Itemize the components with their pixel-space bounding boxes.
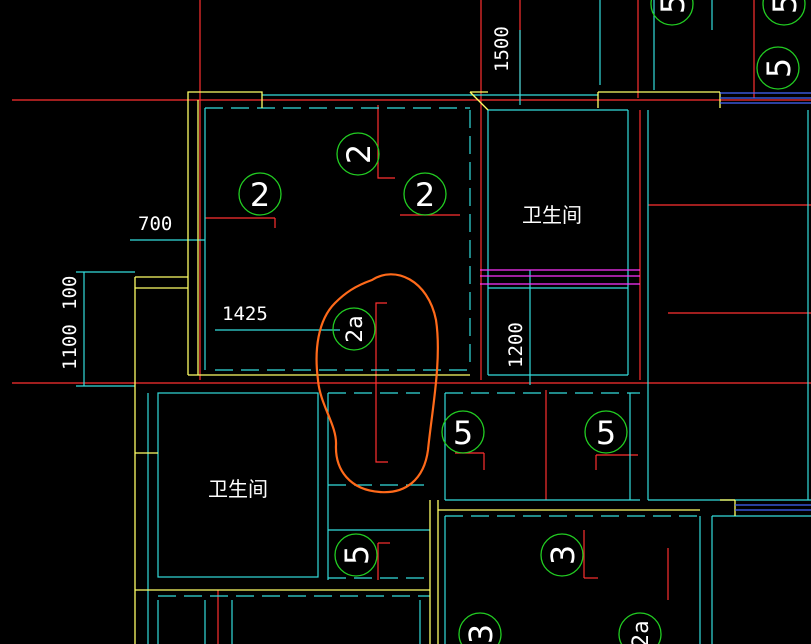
- tag-circle-5-c: [334, 533, 378, 577]
- tag-circle-2-mid: [403, 172, 447, 216]
- dim-1425: 1425: [222, 303, 268, 325]
- tag-5-c-rotated: 5: [338, 545, 376, 565]
- tag-2a-rotated: 2a: [343, 315, 368, 342]
- blue-lines: [720, 92, 811, 511]
- tag-5-top2: 5: [766, 0, 804, 14]
- tag-circle-2a-rot: [332, 307, 376, 351]
- tag-3-a-rotated: 3: [544, 545, 582, 565]
- tag-2a-b-rotated: 2a: [629, 620, 654, 644]
- room-label-bathroom-lower: 卫生间: [208, 477, 268, 501]
- tag-circle-3-a: [540, 533, 584, 577]
- tag-circle-2-left: [238, 172, 282, 216]
- dim-100: 100: [59, 276, 81, 310]
- dim-1200: 1200: [505, 322, 527, 368]
- tag-circle-2-rot: [336, 132, 380, 176]
- dim-1500: 1500: [491, 26, 513, 72]
- tag-2-mid: 2: [415, 176, 435, 214]
- tag-circle-5-top2: [762, 0, 806, 26]
- tag-5-top1: 5: [654, 0, 692, 14]
- tag-5-a: 5: [453, 414, 473, 452]
- dim-700: 700: [138, 213, 172, 235]
- magenta-lines: [480, 269, 640, 285]
- tag-2-rotated: 2: [340, 144, 378, 164]
- tag-circle-5-a: [441, 410, 485, 454]
- tag-circle-5-top3: [756, 46, 800, 90]
- tag-2-left: 2: [250, 176, 270, 214]
- tag-circle-2a-b: [618, 612, 662, 644]
- orange-highlight-circle: [315, 273, 439, 494]
- cyan-lines: [76, 0, 811, 644]
- tag-circle-5-top1: [650, 0, 694, 26]
- tag-5-top3: 5: [760, 58, 798, 78]
- yellow-walls: [134, 91, 736, 644]
- tag-5-b: 5: [596, 414, 616, 452]
- tag-circle-5-b: [584, 410, 628, 454]
- red-axis-lines: [12, 0, 811, 644]
- tag-circle-3-b: [458, 612, 502, 644]
- room-label-bathroom-upper: 卫生间: [522, 203, 582, 227]
- tag-3-b-rotated: 3: [462, 624, 500, 644]
- dim-1100: 1100: [59, 324, 81, 370]
